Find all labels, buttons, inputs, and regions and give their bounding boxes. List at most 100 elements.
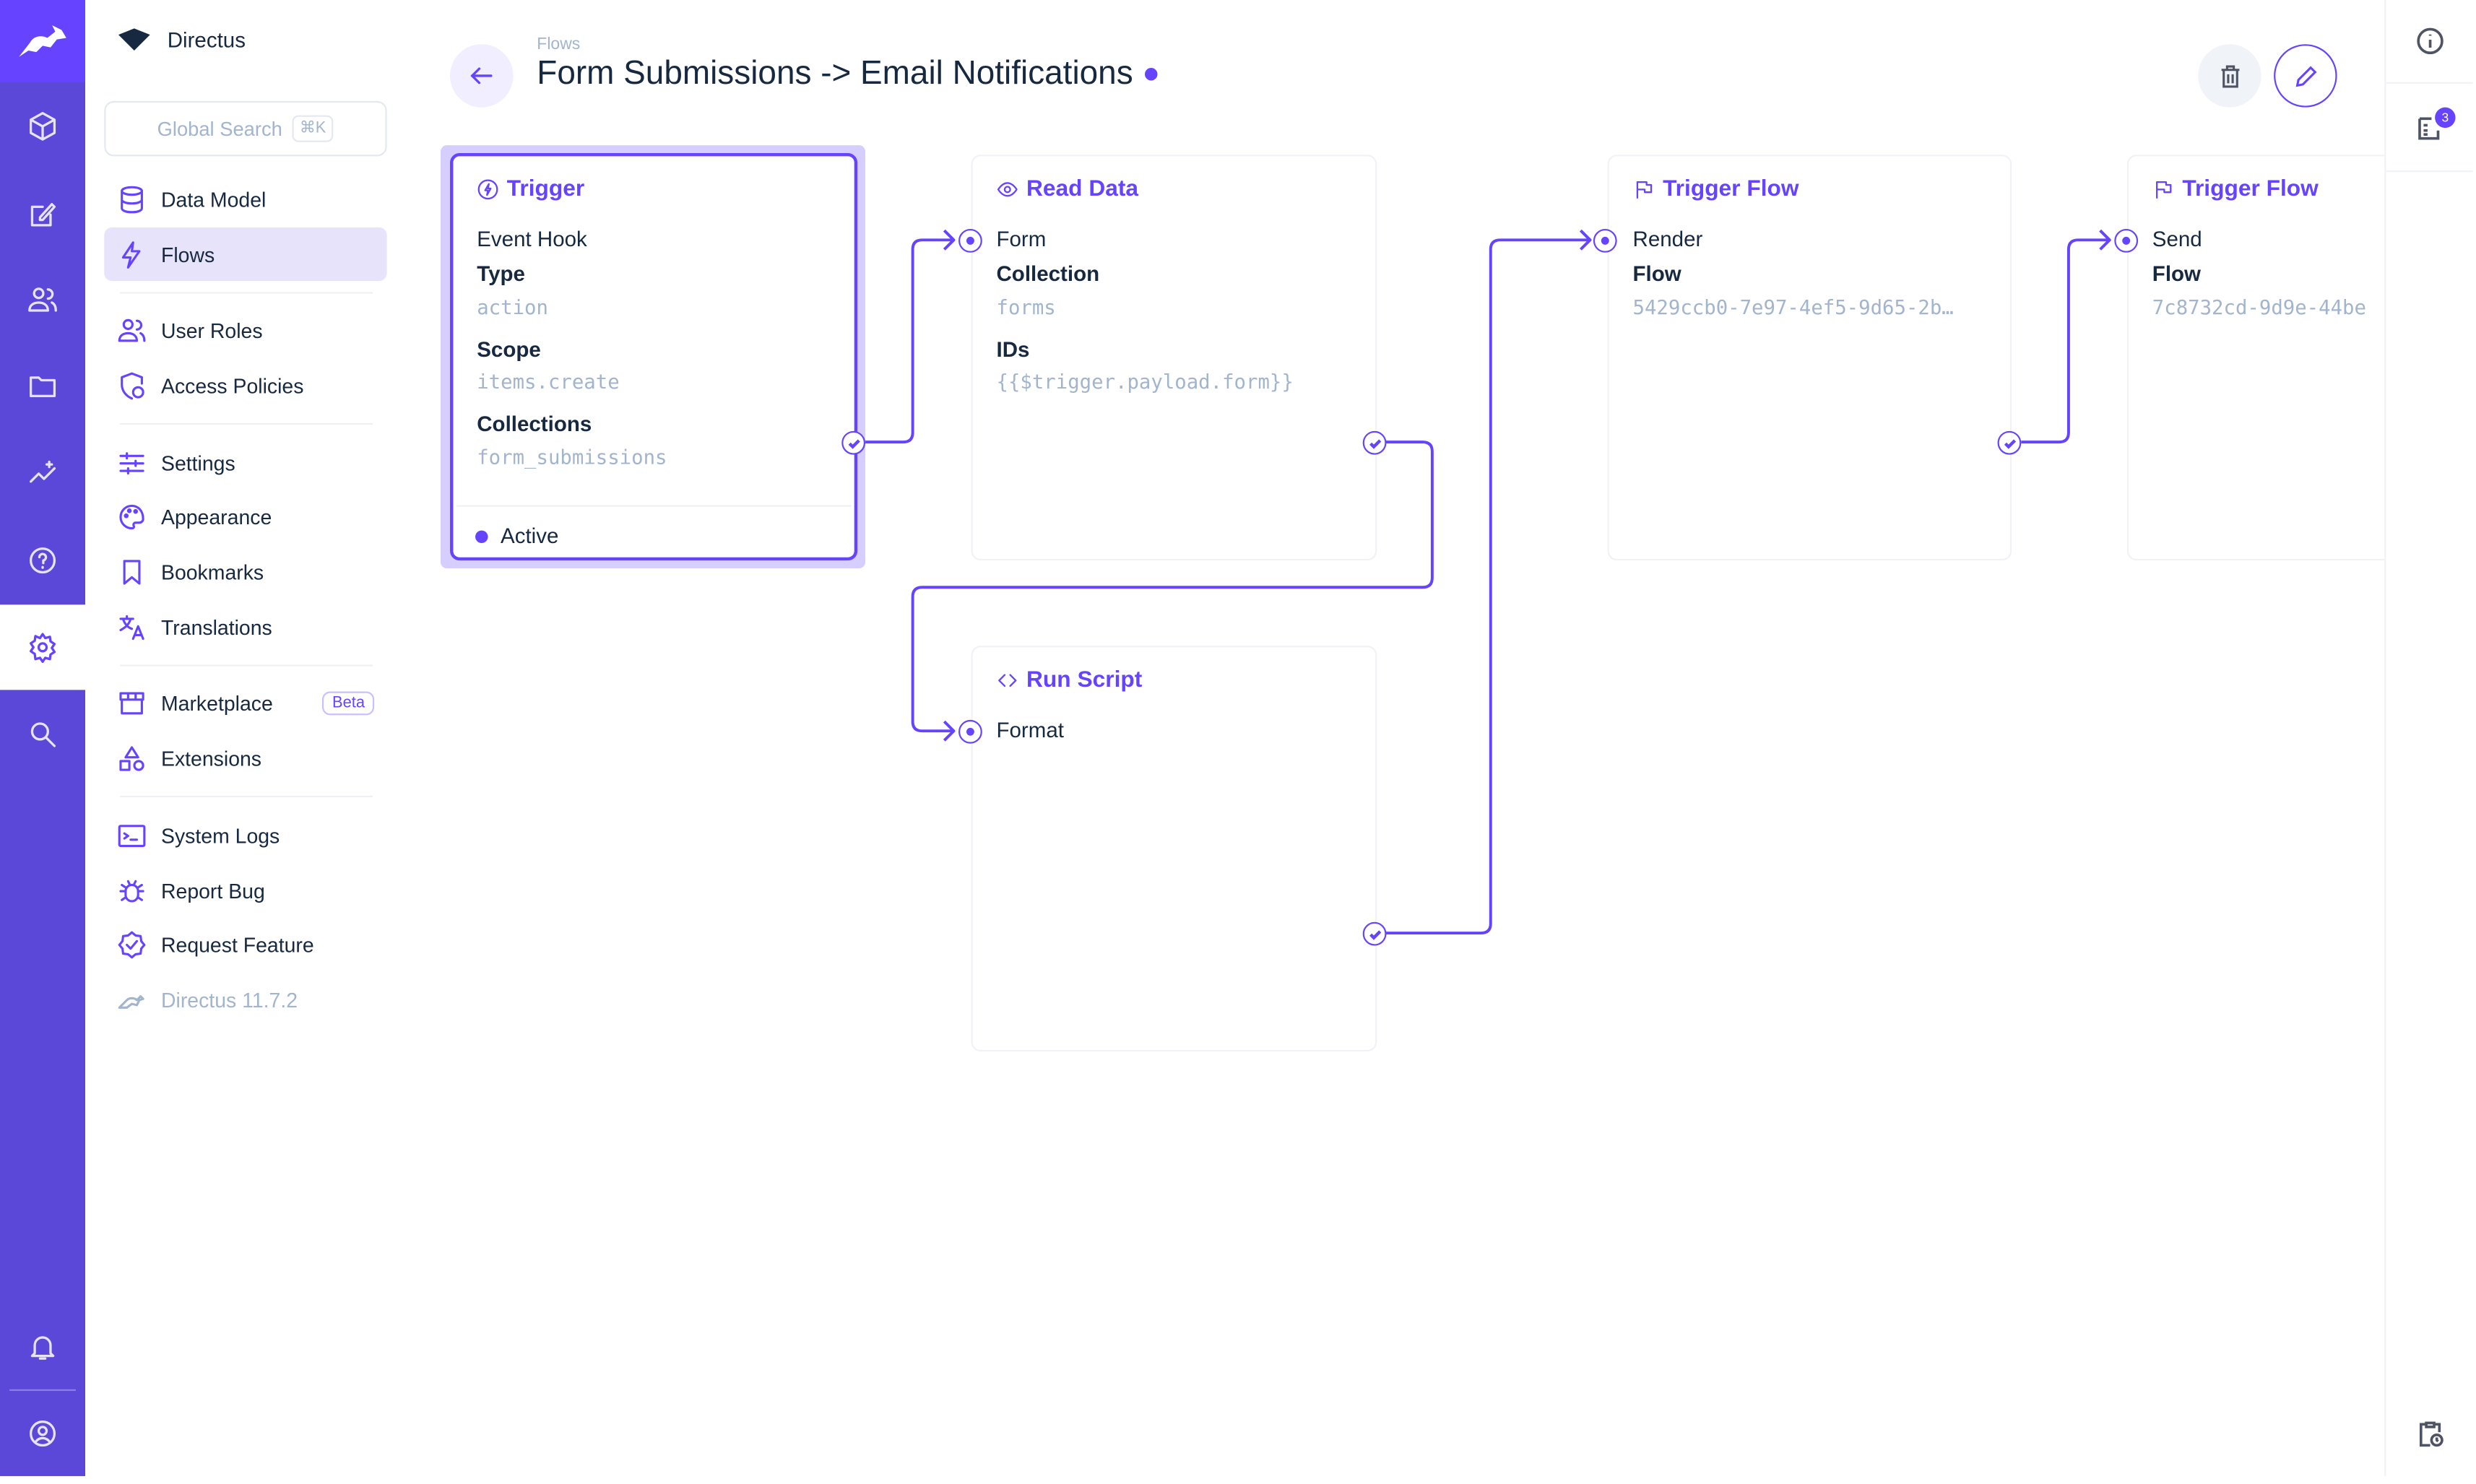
delete-button[interactable] bbox=[2198, 44, 2261, 108]
bolt-icon bbox=[121, 240, 141, 268]
search-shortcut: ⌘K bbox=[291, 115, 334, 142]
rail-insights[interactable] bbox=[0, 431, 85, 516]
rail-help[interactable] bbox=[0, 518, 85, 603]
field-value: action bbox=[477, 295, 548, 319]
nav-label: User Roles bbox=[160, 318, 263, 342]
nav-label: Request Feature bbox=[160, 932, 314, 956]
rail-user[interactable] bbox=[0, 1391, 85, 1476]
logs-button[interactable]: 3 bbox=[2386, 84, 2473, 173]
nav-item-extensions[interactable]: Extensions bbox=[104, 731, 386, 784]
nav-item-system-logs[interactable]: System Logs bbox=[104, 808, 386, 862]
nav-item-settings[interactable]: Settings bbox=[104, 435, 386, 489]
sliders-icon bbox=[119, 451, 144, 474]
run-script-input-handle[interactable] bbox=[958, 719, 982, 744]
trigger-flow-send-input-handle[interactable] bbox=[2114, 228, 2139, 253]
project-logo-icon bbox=[118, 28, 150, 51]
pencil-icon bbox=[2295, 65, 2316, 87]
project-header[interactable]: Directus bbox=[117, 27, 246, 52]
rail-notifications[interactable] bbox=[0, 1304, 85, 1389]
nav-label: Appearance bbox=[160, 504, 272, 529]
nav-label: Bookmarks bbox=[160, 560, 264, 583]
revisions-button[interactable] bbox=[2386, 1402, 2472, 1465]
info-button[interactable] bbox=[2386, 0, 2473, 84]
trigger-flow-card-send[interactable]: Trigger Flow Send Flow 7c8732cd-9d9e-44b… bbox=[2126, 155, 2385, 561]
rail-settings[interactable] bbox=[0, 604, 86, 690]
trigger-flow-title: Trigger Flow bbox=[2152, 177, 2319, 202]
project-name: Directus bbox=[167, 27, 246, 52]
read-data-input-handle[interactable] bbox=[958, 228, 982, 253]
trigger-card[interactable]: Trigger Event Hook Type action Scope ite… bbox=[450, 153, 858, 561]
global-search[interactable]: Global Search ⌘K bbox=[104, 100, 387, 157]
field-value: form_submissions bbox=[477, 445, 667, 469]
trigger-flow-input-handle[interactable] bbox=[1593, 228, 1617, 253]
nav-item-access-policies[interactable]: Access Policies bbox=[104, 358, 386, 412]
nav-item-flows[interactable]: Flows bbox=[104, 227, 387, 282]
rabbit-logo-icon bbox=[19, 25, 66, 57]
page-title: Form Submissions -> Email Notifications bbox=[537, 55, 1133, 92]
field-value: forms bbox=[996, 295, 1056, 319]
nav-item-appearance[interactable]: Appearance bbox=[104, 490, 386, 543]
field-value: {{$trigger.payload.form}} bbox=[996, 369, 1294, 394]
run-script-card[interactable]: Run Script Format bbox=[971, 646, 1377, 1052]
rail-editor[interactable] bbox=[0, 172, 85, 257]
rail-files[interactable] bbox=[0, 344, 85, 430]
rabbit-icon bbox=[118, 994, 144, 1008]
trigger-flow-card-render[interactable]: Trigger Flow Render Flow 5429ccb0-7e97-4… bbox=[1607, 155, 2012, 561]
trigger-status: Active bbox=[475, 524, 558, 548]
module-bar bbox=[0, 0, 86, 1477]
code-icon bbox=[998, 674, 1017, 687]
nav-divider bbox=[120, 422, 373, 425]
users-icon bbox=[28, 287, 57, 312]
clipboard-clock-icon bbox=[2418, 1421, 2443, 1447]
connector-script-to-trigger-flow bbox=[1385, 229, 1592, 935]
operation-key: Form bbox=[996, 227, 1047, 251]
check-icon bbox=[2003, 438, 2016, 448]
nav-version[interactable]: Directus 11.7.2 bbox=[104, 973, 386, 1026]
trigger-card-title: Trigger bbox=[477, 177, 584, 202]
read-data-card[interactable]: Read Data Form Collection forms IDs {{$t… bbox=[971, 155, 1377, 561]
navigation-panel: Directus Global Search ⌘K Data Model Flo… bbox=[85, 0, 419, 1477]
field-label: Flow bbox=[1632, 261, 1681, 286]
nav-item-report-bug[interactable]: Report Bug bbox=[104, 864, 386, 917]
read-data-resolve-handle[interactable] bbox=[1362, 430, 1387, 455]
trigger-resolve-handle[interactable] bbox=[841, 430, 866, 455]
operation-key: Render bbox=[1632, 227, 1703, 251]
verified-icon bbox=[118, 930, 146, 958]
trash-icon bbox=[2220, 64, 2239, 87]
rail-content[interactable] bbox=[0, 84, 85, 169]
breadcrumb[interactable]: Flows bbox=[537, 35, 581, 54]
field-label: Type bbox=[477, 261, 525, 286]
nav-label: Settings bbox=[160, 451, 235, 474]
operation-key: Send bbox=[2152, 227, 2202, 251]
flow-status-dot bbox=[1143, 68, 1157, 81]
nav-label: Extensions bbox=[160, 745, 262, 770]
directus-logo[interactable] bbox=[0, 0, 86, 82]
rail-users[interactable] bbox=[0, 257, 85, 342]
nav-label: Flows bbox=[160, 242, 215, 266]
help-icon bbox=[29, 547, 56, 574]
trigger-flow-title: Trigger Flow bbox=[1633, 177, 1799, 202]
nav-item-translations[interactable]: Translations bbox=[104, 600, 386, 654]
rail-search[interactable] bbox=[0, 692, 85, 777]
card-divider bbox=[456, 505, 852, 507]
edit-flow-button[interactable] bbox=[2274, 44, 2337, 108]
translate-icon bbox=[119, 614, 144, 640]
nav-divider bbox=[120, 664, 373, 667]
nav-item-bookmarks[interactable]: Bookmarks bbox=[104, 544, 386, 598]
nav-item-request-feature[interactable]: Request Feature bbox=[104, 917, 386, 971]
nav-item-data-model[interactable]: Data Model bbox=[104, 172, 386, 225]
cube-icon bbox=[29, 112, 56, 141]
shield-person-icon bbox=[121, 371, 144, 399]
bolt-circle-icon bbox=[477, 179, 498, 200]
field-value: 5429ccb0-7e97-4ef5-9d65-2b… bbox=[1632, 295, 1954, 319]
nav-item-user-roles[interactable]: User Roles bbox=[104, 303, 386, 357]
storefront-icon bbox=[119, 691, 144, 714]
trigger-flow-resolve-handle[interactable] bbox=[1997, 430, 2022, 455]
status-label: Active bbox=[501, 524, 559, 548]
back-button[interactable] bbox=[450, 44, 514, 108]
nav-divider bbox=[120, 795, 373, 798]
run-script-resolve-handle[interactable] bbox=[1362, 921, 1387, 946]
field-label: Collection bbox=[996, 261, 1100, 286]
